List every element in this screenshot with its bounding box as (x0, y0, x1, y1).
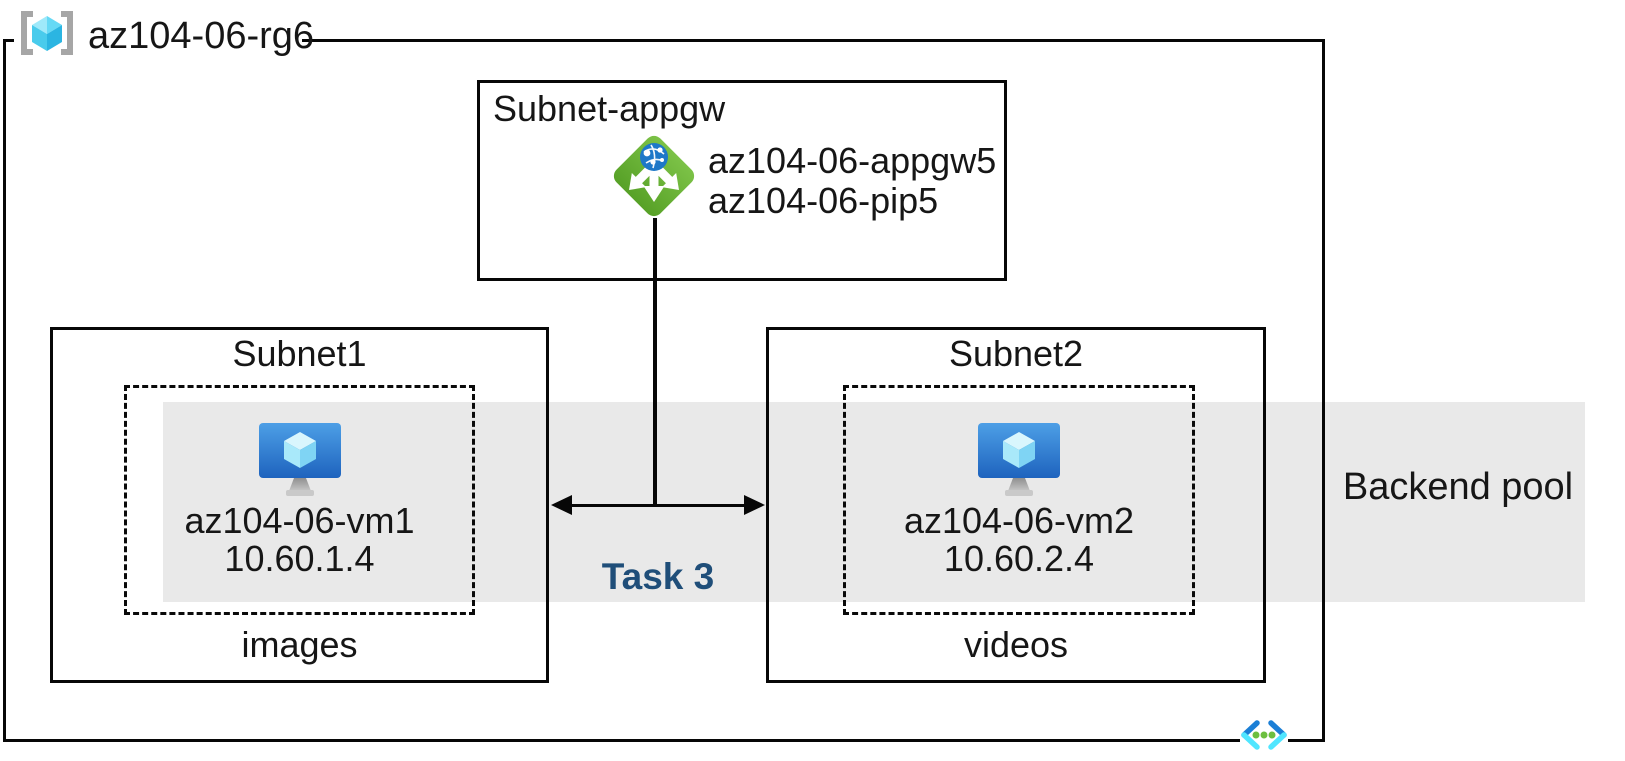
subnet2-dashed-group (843, 385, 1195, 615)
subnet2-box (766, 327, 1266, 683)
virtual-machine-icon (259, 423, 341, 496)
vm1-ip: 10.60.1.4 (224, 538, 375, 579)
vm2-labels: az104-06-vm2 10.60.2.4 (843, 502, 1195, 578)
gateway-name: az104-06-appgw5 (708, 140, 997, 181)
virtual-network-icon (1240, 720, 1288, 750)
subnet1-caption: images (241, 624, 358, 665)
vm2-name: az104-06-vm2 (903, 500, 1135, 541)
resource-group-border-gap (14, 35, 302, 46)
backend-pool-label: Backend pool (1342, 466, 1574, 508)
resource-group-icon (21, 11, 73, 55)
subnet-appgw-box (477, 80, 1007, 281)
vm2-ip: 10.60.2.4 (943, 538, 1095, 579)
subnet1-box (50, 327, 549, 683)
gateway-name-labels: az104-06-appgw5 az104-06-pip5 (708, 141, 996, 221)
application-gateway-icon (613, 135, 695, 217)
gateway-connector-line (653, 218, 657, 507)
subnet2-label: Subnet2 (948, 333, 1084, 374)
resource-group-boundary (3, 39, 1325, 742)
subnet-double-arrow-line (566, 504, 750, 507)
vm1-labels: az104-06-vm1 10.60.1.4 (124, 502, 475, 578)
arrowhead-left-icon (551, 495, 572, 515)
subnet2-caption: videos (963, 624, 1069, 665)
subnet1-dashed-group (124, 385, 475, 615)
arrowhead-right-icon (744, 495, 765, 515)
subnet-appgw-label: Subnet-appgw (493, 88, 726, 129)
task-label: Task 3 (601, 556, 715, 597)
vm1-name: az104-06-vm1 (184, 500, 415, 541)
virtual-machine-icon (978, 423, 1060, 496)
resource-group-title: az104-06-rg6 (88, 15, 315, 57)
subnet1-label: Subnet1 (232, 333, 367, 374)
public-ip-name: az104-06-pip5 (708, 180, 939, 221)
backend-pool-band (163, 402, 1585, 602)
